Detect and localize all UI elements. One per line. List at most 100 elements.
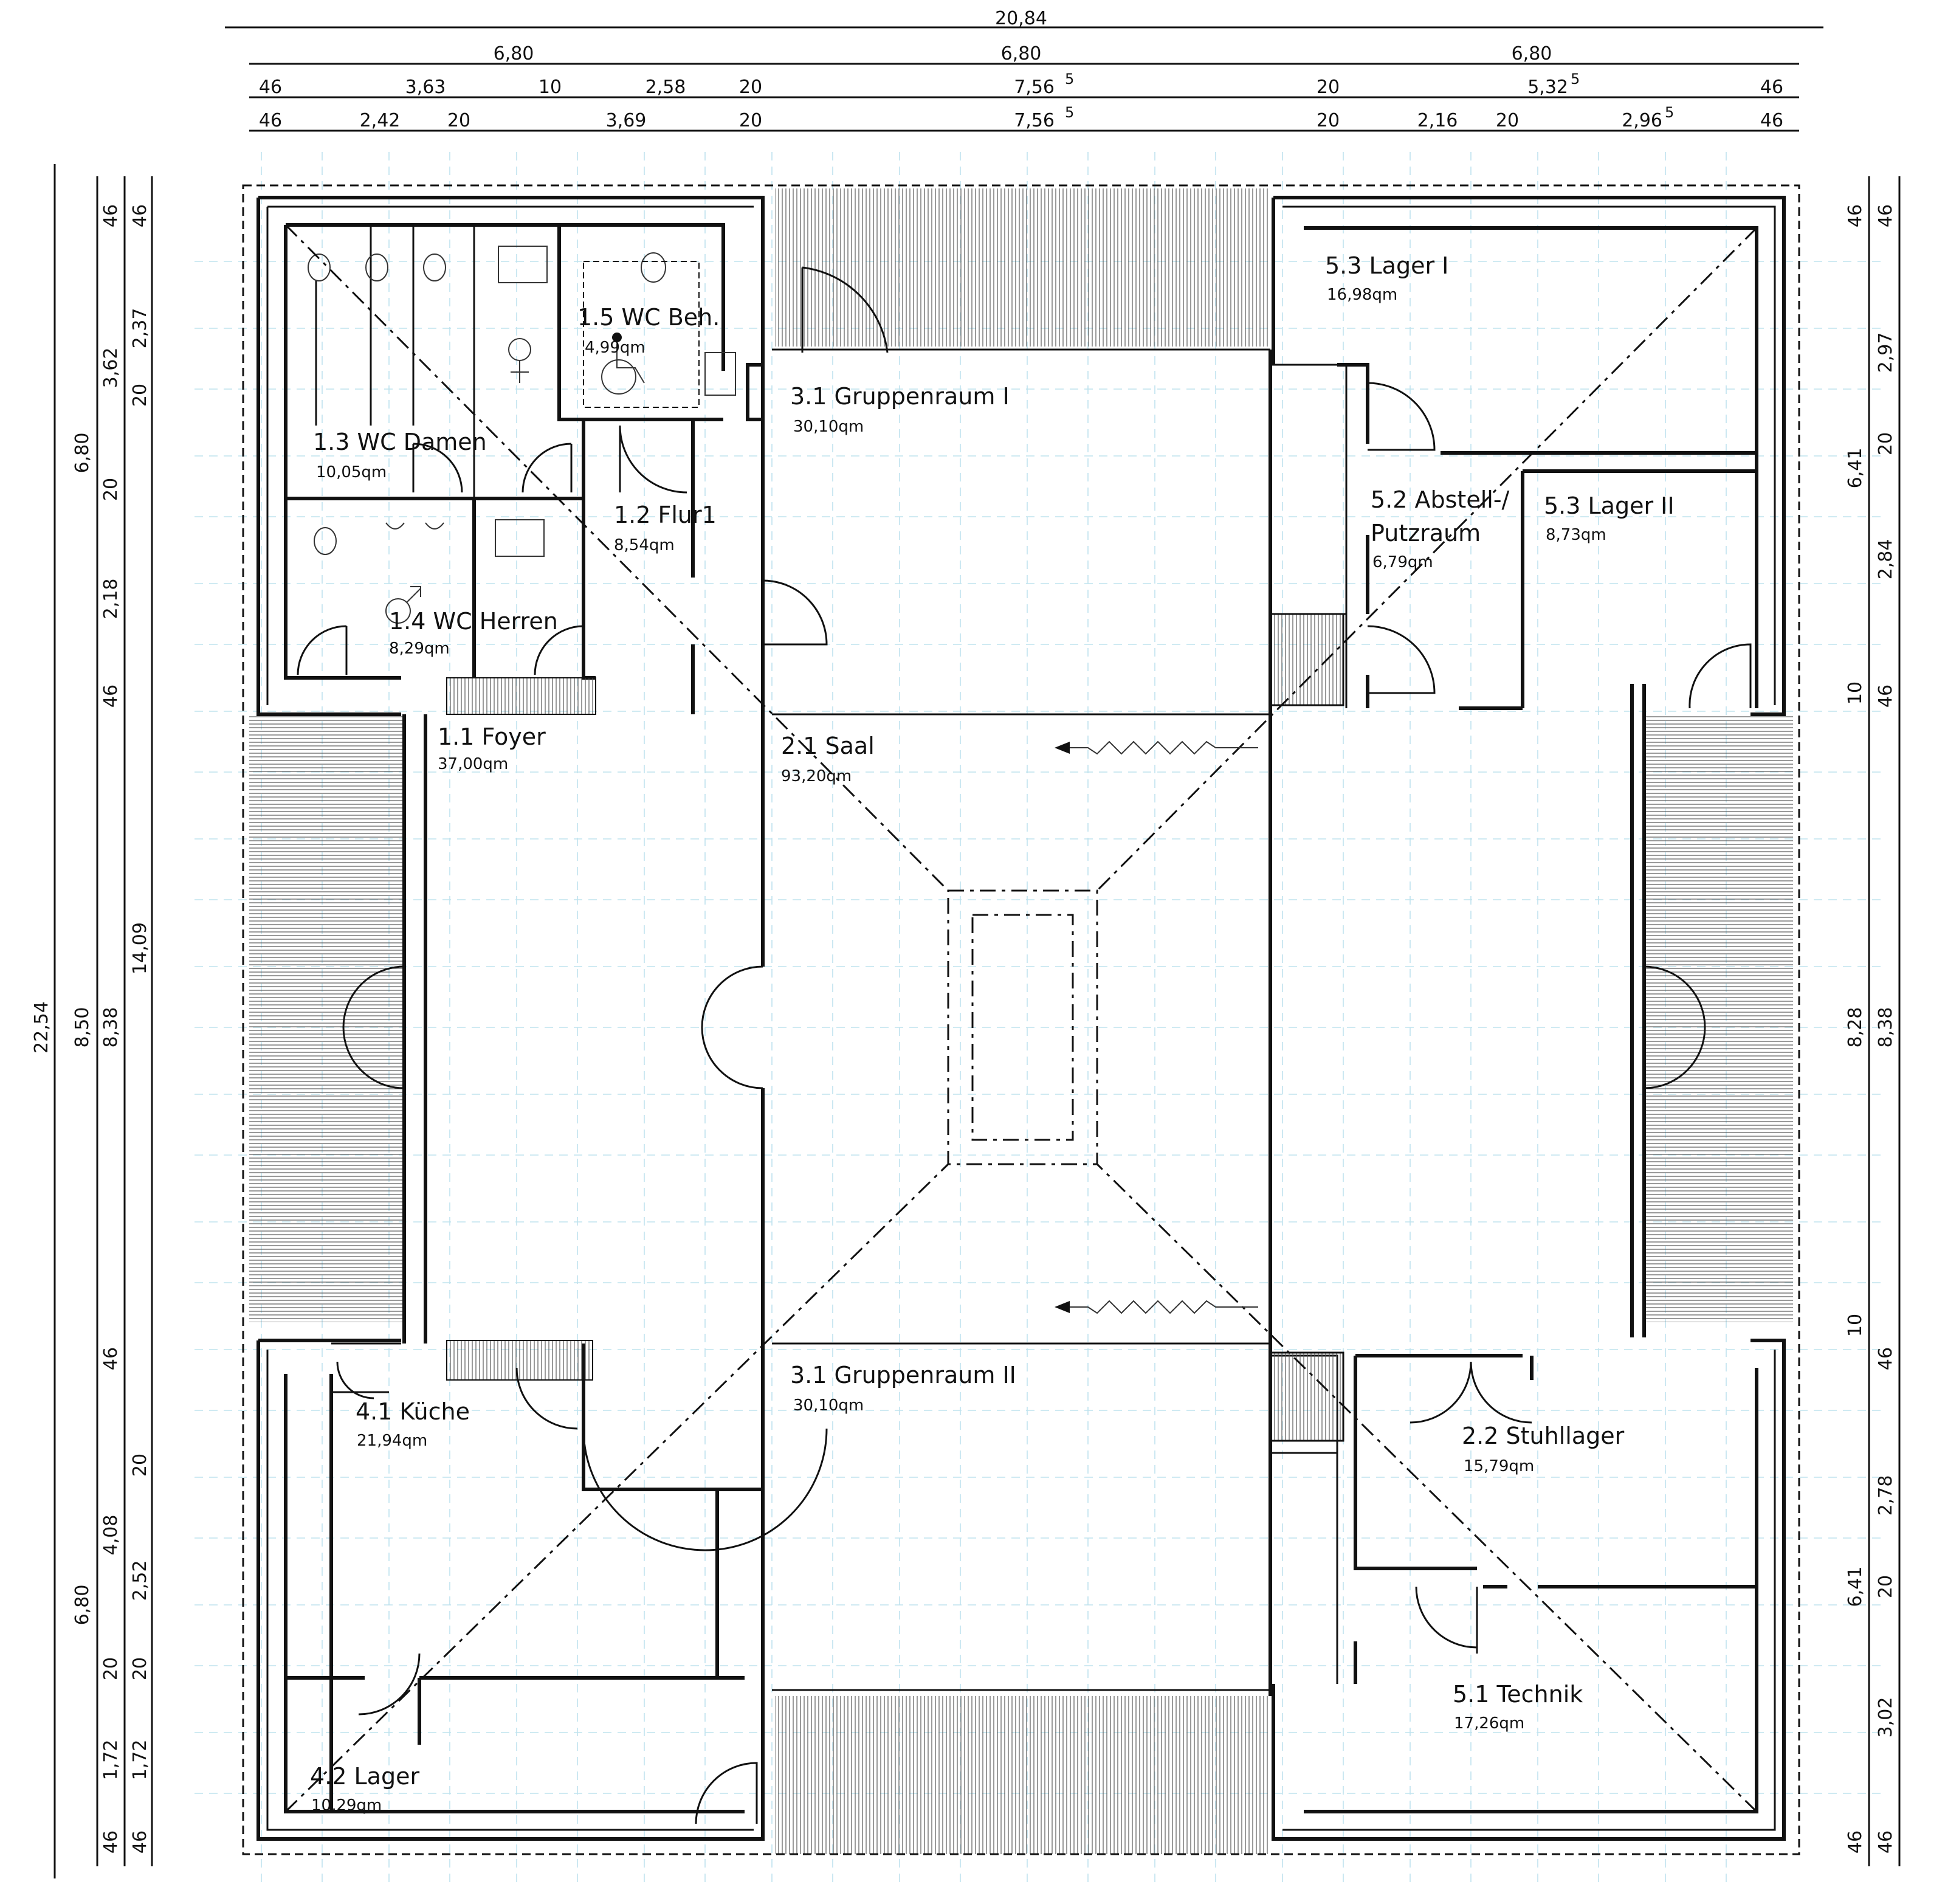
room-label-foyer: 1.1 Foyer — [438, 723, 546, 750]
dim-top-r4: 2,16 — [1417, 110, 1458, 131]
deck-south — [775, 1696, 1270, 1854]
dim-left-c3: 2,18 — [100, 579, 122, 619]
dim-right-c2: 46 — [1875, 1830, 1896, 1854]
dim-left-c4: 20 — [129, 1657, 151, 1680]
room-label-gruppenraum-1: 3.1 Gruppenraum I — [790, 383, 1010, 410]
dim-top-r3: 10 — [539, 77, 562, 98]
arrowhead-icon — [1055, 1301, 1070, 1313]
sanitary-fixtures — [308, 246, 736, 624]
sink-icon — [704, 352, 736, 396]
room-label-wc-beh: 1.5 WC Beh. — [577, 304, 720, 331]
room-labels: 1.3 WC Damen 10,05qm 1.5 WC Beh. 4,99qm … — [310, 252, 1675, 1815]
dim-left-c2: 6,80 — [72, 433, 93, 474]
dim-left-c2: 6,80 — [72, 1585, 93, 1626]
dim-right-c2: 2,78 — [1875, 1475, 1896, 1516]
dim-left-c3: 46 — [100, 1347, 122, 1370]
dim-top-r3: 5,32 — [1527, 77, 1568, 98]
accessible-wc-zone — [583, 261, 700, 408]
dim-left-c4: 20 — [129, 384, 151, 407]
room-label-wc-damen: 1.3 WC Damen — [313, 429, 487, 455]
slope-arrow-south — [1058, 1300, 1258, 1314]
room-area-abstell: 6,79qm — [1372, 553, 1433, 571]
walls — [256, 196, 1786, 1841]
dim-top-r2: 6,80 — [1512, 43, 1552, 64]
deck-north — [775, 188, 1270, 347]
dim-right-c2: 8,38 — [1875, 1007, 1896, 1048]
deck-west — [249, 714, 404, 1322]
dim-top-r3-sup: 5 — [1065, 71, 1074, 88]
room-area-technik: 17,26qm — [1454, 1714, 1524, 1733]
slope-arrows — [1055, 740, 1258, 1314]
dim-right-c2: 2,97 — [1875, 333, 1896, 373]
dim-top-r2: 6,80 — [494, 43, 534, 64]
dim-top-r4: 7,56 — [1014, 110, 1055, 131]
dim-top-r4: 20 — [447, 110, 470, 131]
dimension-lines — [53, 26, 1901, 1878]
dim-left-c4: 1,72 — [129, 1740, 151, 1781]
dim-top-total: 20,84 — [995, 8, 1047, 29]
deck-east — [1644, 714, 1793, 1322]
room-label-wc-herren: 1.4 WC Herren — [389, 608, 558, 635]
room-label-gruppenraum-2: 3.1 Gruppenraum II — [790, 1362, 1016, 1388]
toilet-icon — [314, 527, 337, 555]
grid-lines — [194, 152, 1884, 1885]
room-area-flur: 8,54qm — [614, 536, 675, 554]
room-label-technik: 5.1 Technik — [1453, 1681, 1583, 1708]
urinal-icon — [385, 522, 444, 529]
room-area-gruppenraum-1: 30,10qm — [793, 418, 864, 436]
dim-top-r4: 46 — [1760, 110, 1783, 131]
dim-right-c1: 46 — [1845, 1830, 1866, 1854]
dim-top-r3: 3,63 — [405, 77, 446, 98]
dim-left-c3: 46 — [100, 1830, 122, 1854]
stair-south — [1269, 1351, 1344, 1442]
room-area-kueche: 21,94qm — [357, 1432, 427, 1450]
toilet-icon — [423, 254, 446, 281]
arrowhead-icon — [1055, 742, 1070, 754]
room-label-lager-42: 4.2 Lager — [310, 1763, 419, 1790]
dim-top-r2: 6,80 — [1001, 43, 1042, 64]
dim-right-c2: 46 — [1875, 685, 1896, 708]
doors — [297, 266, 1752, 1824]
male-symbol-icon — [385, 586, 421, 624]
room-area-lager-1: 16,98qm — [1327, 286, 1397, 304]
room-area-stuhllager: 15,79qm — [1464, 1457, 1534, 1475]
room-area-wc-beh: 4,99qm — [585, 339, 645, 357]
dim-right-c2: 3,02 — [1875, 1697, 1896, 1738]
dim-left-c4: 2,52 — [129, 1561, 151, 1601]
bench-north — [446, 677, 596, 715]
dim-top-r4: 20 — [1317, 110, 1340, 131]
dim-right-c1: 6,41 — [1845, 448, 1866, 489]
dim-right-c2: 20 — [1875, 432, 1896, 455]
dim-top-r3-sup: 5 — [1571, 71, 1580, 88]
dim-left-c3: 8,38 — [100, 1007, 122, 1048]
room-label-lager-1: 5.3 Lager I — [1325, 252, 1448, 279]
dim-left-c3: 46 — [100, 204, 122, 227]
toilet-icon — [641, 252, 666, 283]
dim-top-r4-sup: 5 — [1065, 104, 1074, 121]
room-area-foyer: 37,00qm — [438, 755, 508, 773]
dim-top-r3: 2,58 — [645, 77, 686, 98]
dim-left-c3: 20 — [100, 1657, 122, 1680]
dim-top-r4: 3,69 — [606, 110, 647, 131]
wheelchair-icon — [601, 333, 645, 395]
room-label-kueche: 4.1 Küche — [356, 1398, 470, 1425]
dim-top-r4: 2,42 — [360, 110, 401, 131]
dim-left-c4: 2,37 — [129, 308, 151, 349]
building-outline — [242, 184, 1800, 1855]
room-label-saal: 2.1 Saal — [781, 733, 875, 759]
slope-arrow-north — [1058, 740, 1258, 755]
dim-right-c1: 46 — [1845, 204, 1866, 227]
room-area-lager-2: 8,73qm — [1546, 526, 1606, 544]
toilet-icon — [308, 254, 331, 281]
dim-top-r3: 46 — [259, 77, 282, 98]
dim-left-c3: 3,62 — [100, 348, 122, 388]
dim-top-r3: 7,56 — [1014, 77, 1055, 98]
dim-right-c2: 2,84 — [1875, 539, 1896, 580]
dim-right-c2: 46 — [1875, 204, 1896, 227]
stairs — [446, 613, 1344, 1442]
dim-top-r4: 20 — [1496, 110, 1519, 131]
sink-icon — [495, 519, 545, 557]
stair-north — [1269, 613, 1344, 706]
female-symbol-icon — [508, 338, 531, 383]
